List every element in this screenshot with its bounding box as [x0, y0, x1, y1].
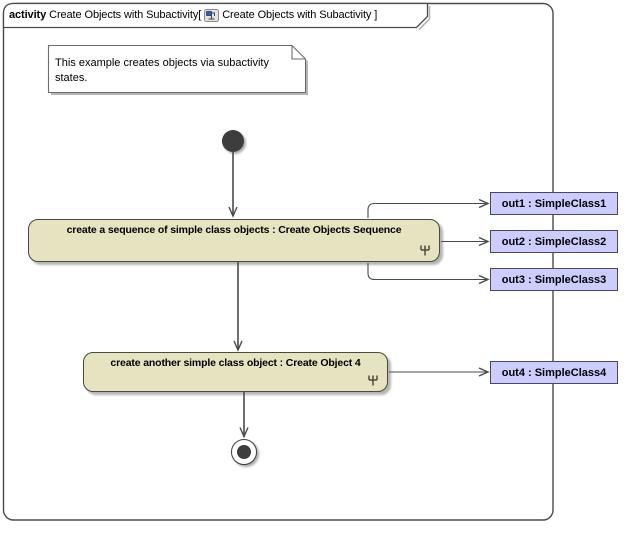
frame-context: Create Objects with Subactivity[ [49, 9, 202, 21]
note-text[interactable]: This example creates objects via subacti… [55, 57, 269, 84]
action-label: create another simple class object : Cre… [110, 357, 361, 369]
pin-label: out4 : SimpleClass4 [501, 366, 607, 379]
note-fold-corner [291, 45, 306, 60]
pin-label: out2 : SimpleClass2 [501, 235, 607, 248]
frame-keyword: activity [9, 9, 47, 21]
rake-icon [420, 245, 430, 256]
action-create-object-4[interactable]: create another simple class object : Cre… [83, 352, 388, 392]
action-create-objects-sequence[interactable]: create a sequence of simple class object… [28, 219, 440, 262]
frame-diagram-ref: Create Objects with Subactivity ] [222, 9, 378, 21]
activity-final-node[interactable] [231, 439, 257, 465]
output-pin-out2[interactable]: out2 : SimpleClass2 [490, 230, 618, 253]
output-pin-out4[interactable]: out4 : SimpleClass4 [490, 361, 618, 384]
frame-tab-shadow [418, 6, 431, 31]
note-shape[interactable] [47, 44, 309, 96]
rake-icon [368, 375, 378, 386]
initial-node[interactable] [222, 130, 244, 152]
pin-label: out1 : SimpleClass1 [501, 197, 607, 210]
action-label: create a sequence of simple class object… [66, 224, 402, 236]
object-flow-to-out3[interactable] [367, 263, 490, 285]
output-pin-out3[interactable]: out3 : SimpleClass3 [490, 268, 618, 291]
frame-title[interactable]: activity Create Objects with Subactivity… [9, 7, 377, 23]
activity-final-inner-dot [237, 445, 251, 459]
pin-label: out3 : SimpleClass3 [501, 273, 607, 286]
activity-diagram-icon [204, 8, 220, 22]
object-flow-to-out1[interactable] [367, 198, 490, 219]
output-pin-out1[interactable]: out1 : SimpleClass1 [490, 192, 618, 215]
